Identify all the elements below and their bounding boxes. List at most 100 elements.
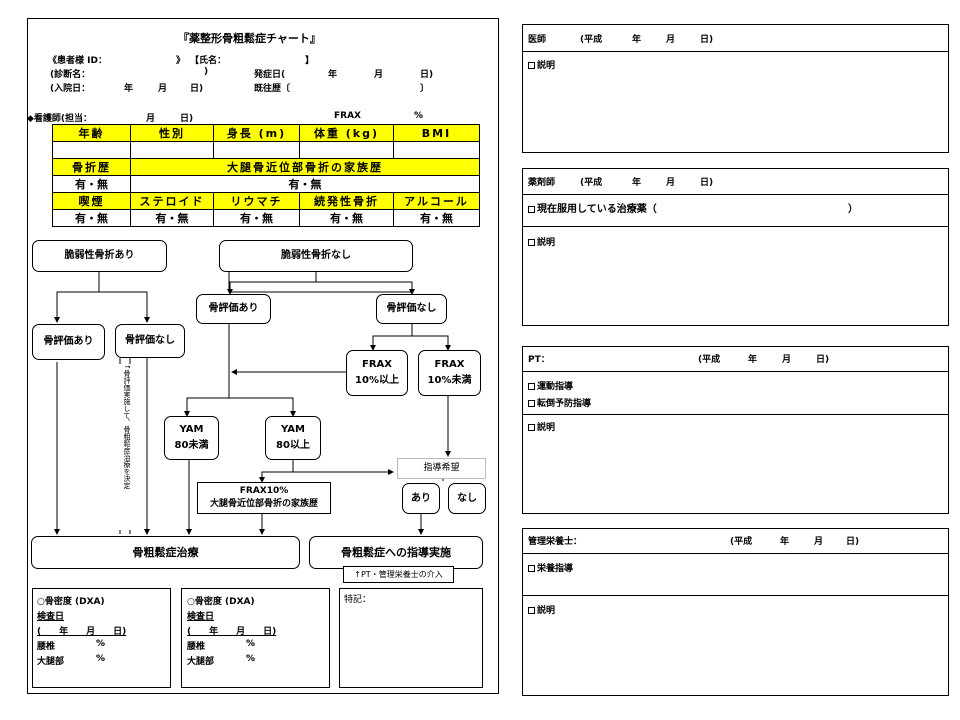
frax-high-line1: FRAX bbox=[362, 359, 392, 370]
dxa2-femur: 大腿部 bbox=[187, 657, 215, 667]
dietitian-role: 管理栄養士： bbox=[528, 537, 583, 547]
header-alcohol: アルコール bbox=[393, 192, 480, 210]
doctor-era: (平成 bbox=[580, 35, 603, 45]
header-height: 身長 (m) bbox=[213, 124, 300, 142]
cell-alcohol[interactable]: 有・無 bbox=[393, 209, 480, 227]
onset-month: 月 bbox=[374, 70, 384, 80]
patient-name-label: 【氏名： bbox=[190, 56, 227, 66]
pharmacist-current-meds-label: 現在服用している治療薬（ bbox=[537, 204, 657, 215]
frax10-line1: FRAX10% bbox=[239, 485, 289, 496]
frax-low: FRAX 10%未満 bbox=[418, 350, 481, 396]
nurse-month: 月 bbox=[146, 114, 156, 124]
sheet-title: 『薬整形骨粗鬆症チャート』 bbox=[178, 32, 321, 45]
dxa-box-1 bbox=[32, 588, 171, 688]
pt-role: PT： bbox=[528, 355, 550, 365]
checkbox-icon[interactable] bbox=[528, 239, 535, 246]
yam-low-line1: YAM bbox=[179, 424, 204, 435]
checkbox-icon[interactable] bbox=[528, 565, 535, 572]
dxa1-date-line: ( 年 月 日) bbox=[37, 627, 127, 637]
header-family-history: 大腿骨近位部骨折の家族歴 bbox=[130, 158, 480, 176]
pt-fall[interactable]: 転倒予防指導 bbox=[528, 396, 591, 409]
pharmacist-explain-label: 説明 bbox=[537, 238, 556, 248]
bone-eval-no-left: 骨評価なし bbox=[115, 324, 185, 358]
pt-note: ↑PT・管理栄養士の介入 bbox=[343, 566, 454, 583]
checkbox-icon[interactable] bbox=[528, 62, 535, 69]
frax-low-line1: FRAX bbox=[434, 359, 465, 370]
frax-high-line2: 10%以上 bbox=[355, 375, 399, 386]
checkbox-icon[interactable] bbox=[528, 400, 535, 407]
header-fracture-history: 骨折歴 bbox=[52, 158, 131, 176]
nurse-frax: FRAX bbox=[334, 111, 361, 121]
dxa1-femur-unit: % bbox=[96, 654, 106, 664]
dxa1-title: ○骨密度 (DXA) bbox=[37, 597, 105, 607]
patient-id-close: 》 bbox=[176, 56, 186, 66]
pt-explain[interactable]: 説明 bbox=[528, 420, 555, 433]
checkbox-icon[interactable] bbox=[528, 206, 535, 213]
onset-close: 日) bbox=[420, 70, 434, 80]
cell-secondary[interactable]: 有・無 bbox=[299, 209, 394, 227]
pt-day: 日) bbox=[816, 355, 830, 365]
pharmacist-role: 薬剤師 bbox=[528, 178, 556, 188]
bone-eval-yes-left: 骨評価あり bbox=[32, 324, 105, 360]
frax10-box: FRAX10% 大腿骨近位部骨折の家族歴 bbox=[197, 482, 331, 514]
diagnosis-label: (診断名： bbox=[50, 70, 91, 80]
bone-eval-no-right: 骨評価なし bbox=[376, 294, 447, 324]
pt-month: 月 bbox=[782, 355, 792, 365]
admission-label: (入院日： bbox=[50, 84, 91, 94]
frax-low-line2: 10%未満 bbox=[427, 375, 472, 386]
pharmacist-explain[interactable]: 説明 bbox=[528, 235, 555, 248]
treatment-box: 骨粗鬆症治療 bbox=[31, 536, 300, 569]
dietitian-explain[interactable]: 説明 bbox=[528, 603, 555, 616]
pharmacist-month: 月 bbox=[666, 178, 676, 188]
dxa2-title: ○骨密度 (DXA) bbox=[187, 597, 255, 607]
guidance-wish: 指導希望 bbox=[397, 458, 486, 479]
assessment-table: 年齢 性別 身長 (m) 体重 (kg) BMI 骨折歴 大腿骨近位部骨折の家族… bbox=[52, 124, 480, 227]
dxa2-lumbar-unit: % bbox=[246, 639, 256, 649]
dietitian-month: 月 bbox=[814, 537, 824, 547]
pt-fall-label: 転倒予防指導 bbox=[537, 399, 592, 409]
dietitian-day: 日) bbox=[846, 537, 860, 547]
doctor-explain[interactable]: 説明 bbox=[528, 58, 555, 71]
checkbox-icon[interactable] bbox=[528, 607, 535, 614]
checkbox-icon[interactable] bbox=[528, 383, 535, 390]
frax10-line2: 大腿骨近位部骨折の家族歴 bbox=[209, 499, 318, 509]
doctor-role: 医師 bbox=[528, 35, 547, 45]
pt-exercise[interactable]: 運動指導 bbox=[528, 379, 573, 392]
pt-year: 年 bbox=[748, 355, 758, 365]
doctor-panel bbox=[522, 24, 949, 153]
yam-high-line1: YAM bbox=[281, 424, 305, 435]
checkbox-icon[interactable] bbox=[528, 424, 535, 431]
dxa2-femur-unit: % bbox=[246, 654, 256, 664]
pharmacist-panel bbox=[522, 168, 949, 326]
dxa2-date-label: 検査日 bbox=[187, 612, 215, 622]
history-label: 既往歴〔 bbox=[254, 84, 291, 94]
doctor-explain-label: 説明 bbox=[537, 61, 556, 71]
left-sheet bbox=[27, 18, 499, 694]
doctor-month: 月 bbox=[666, 35, 676, 45]
dietitian-nutrition[interactable]: 栄養指導 bbox=[528, 561, 573, 574]
fragile-fracture-no: 脆弱性骨折なし bbox=[219, 240, 413, 272]
pharmacist-current-meds[interactable]: 現在服用している治療薬（ bbox=[528, 200, 657, 215]
dietitian-era: (平成 bbox=[730, 537, 753, 547]
header-sex: 性別 bbox=[130, 124, 214, 142]
patient-name-close: 】 bbox=[305, 56, 315, 66]
yam-low-line2: 80未満 bbox=[174, 440, 209, 451]
admission-month: 月 bbox=[158, 84, 168, 94]
header-secondary: 続発性骨折 bbox=[299, 192, 394, 210]
nurse-day: 日) bbox=[180, 114, 194, 124]
yam-low: YAM 80未満 bbox=[164, 416, 219, 460]
cell-steroid[interactable]: 有・無 bbox=[130, 209, 214, 227]
dxa1-lumbar-unit: % bbox=[96, 639, 106, 649]
admission-close: 日) bbox=[190, 84, 204, 94]
notes-box[interactable] bbox=[339, 588, 483, 688]
guidance-yes: あり bbox=[402, 483, 440, 514]
header-smoking: 喫煙 bbox=[52, 192, 131, 210]
dietitian-year: 年 bbox=[780, 537, 790, 547]
nurse-percent: % bbox=[414, 111, 424, 121]
dxa1-femur: 大腿部 bbox=[37, 657, 65, 667]
pt-exercise-label: 運動指導 bbox=[537, 382, 574, 392]
dietitian-panel bbox=[522, 528, 949, 696]
onset-year: 年 bbox=[328, 70, 338, 80]
cell-rheumatism[interactable]: 有・無 bbox=[213, 209, 300, 227]
doctor-year: 年 bbox=[632, 35, 642, 45]
